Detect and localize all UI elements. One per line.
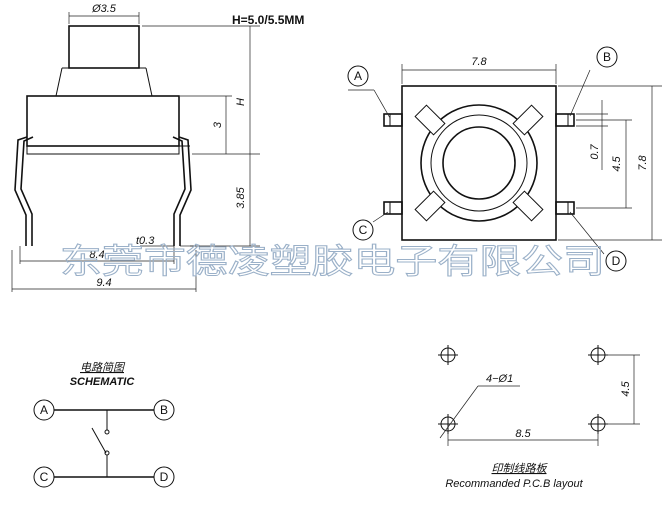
h-label: H (235, 98, 247, 106)
node-b-label: B (160, 403, 168, 417)
d84-label: 8.4 (89, 249, 104, 261)
top-body (401, 85, 557, 241)
h78-label: 7.8 (637, 154, 649, 170)
callout-d (605, 250, 627, 272)
schematic: 电路简图 SCHEMATIC A B C D (33, 361, 175, 488)
actuator-circle (442, 126, 516, 200)
d385-label: 3.85 (235, 186, 247, 208)
actuator-cap (68, 25, 140, 69)
t03-label: t0.3 (136, 235, 155, 247)
d94-label: 9.4 (96, 277, 111, 289)
pcb-d85-label: 8.5 (515, 428, 531, 440)
pcb-title-en: Recommanded P.C.B layout (445, 478, 583, 490)
pcb-holes-label: 4−Ø1 (486, 373, 513, 385)
body-base (26, 145, 180, 155)
d45-top-label: 4.5 (611, 155, 623, 171)
callout-c (352, 219, 374, 241)
right-lead (172, 136, 192, 246)
node-c-label: C (40, 470, 49, 484)
pin-c (383, 201, 403, 215)
watermark: 东莞市德凌塑胶电子有限公司 (60, 242, 605, 282)
height-spec: H=5.0/5.5MM (232, 13, 304, 27)
callout-d-label: D (612, 254, 621, 268)
dia-label: Ø3.5 (91, 3, 117, 15)
callout-a-label: A (354, 69, 362, 83)
pin-d (555, 201, 575, 215)
pin-b (555, 113, 575, 127)
side-view: Ø3.5 H 3 3.85 t0.3 8.4 9.4 (11, 3, 260, 292)
callout-c-label: C (359, 223, 368, 237)
schematic-title-cn: 电路简图 (80, 361, 126, 374)
pin-a (383, 113, 403, 127)
d07-label: 0.7 (589, 143, 601, 159)
callout-b (596, 46, 618, 68)
switch-body (26, 95, 180, 147)
switch-contact (91, 427, 107, 454)
w78-label: 7.8 (471, 56, 487, 68)
top-view: 7.8 7.8 4.5 0.7 A B C D (347, 46, 662, 272)
pcb-layout: 4.5 8.5 4−Ø1 印制线路板 Recommanded P.C.B lay… (438, 345, 640, 490)
callout-b-label: B (603, 50, 611, 64)
three-label: 3 (212, 121, 224, 128)
node-d-label: D (160, 470, 169, 484)
outer-ring (420, 104, 538, 222)
node-a-label: A (40, 403, 48, 417)
left-lead (14, 136, 34, 246)
callout-a (347, 65, 369, 87)
pcb-title-cn: 印制线路板 (492, 462, 549, 475)
schematic-title-en: SCHEMATIC (70, 376, 136, 388)
pcb-d45-label: 4.5 (620, 380, 632, 396)
